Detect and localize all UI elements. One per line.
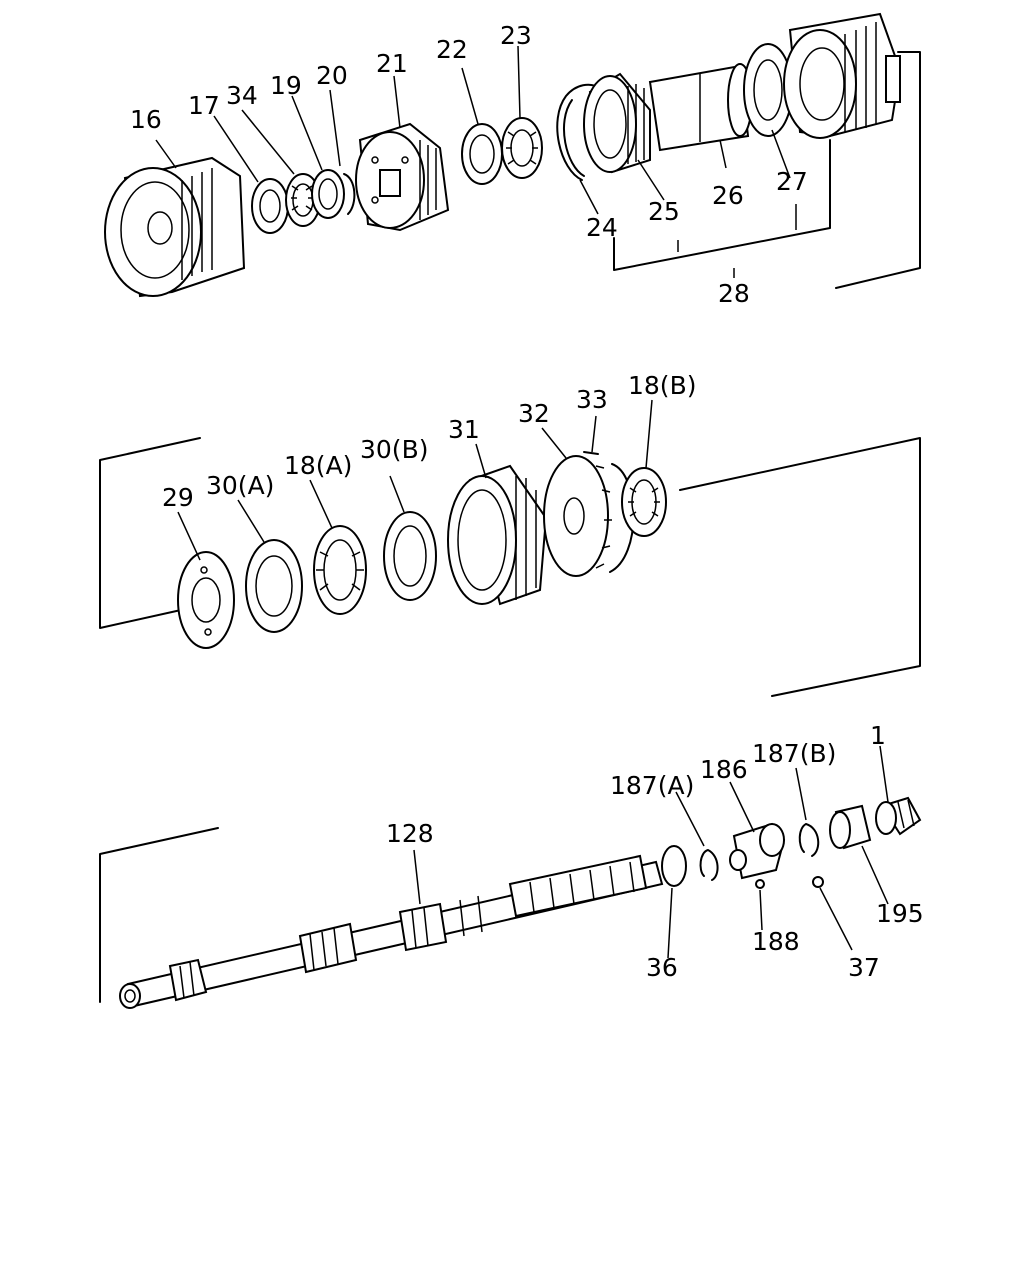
part-187b-snap-ring [798, 823, 820, 857]
part-18a-bearing [313, 525, 367, 615]
label-37: 37 [848, 953, 880, 982]
part-20-snap-ring [343, 173, 356, 215]
part-36-ring [661, 845, 687, 887]
bracket-middle-right [679, 437, 921, 697]
part-30a-washer [245, 539, 303, 633]
label-16: 16 [130, 105, 162, 134]
label-34: 34 [226, 81, 258, 110]
part-16-drum [104, 156, 246, 298]
part-187a-snap-ring [699, 849, 719, 881]
part-17-washer [251, 178, 289, 234]
label-30a: 30(A) [206, 471, 274, 500]
bracket-28 [613, 139, 831, 271]
bracket-top-right [835, 51, 921, 289]
part-32-gear [543, 455, 612, 577]
group-bottom: 128 187(A) 186 187(B) 1 36 188 37 195 [99, 721, 924, 1009]
label-22: 22 [436, 35, 468, 64]
part-23-bearing [501, 117, 543, 179]
label-36: 36 [646, 953, 678, 982]
part-26-sleeve [648, 63, 753, 152]
bracket-middle-left [99, 437, 201, 629]
label-195: 195 [876, 899, 924, 928]
part-188-pin [755, 879, 765, 889]
group-middle: 29 30(A) 18(A) 30(B) 31 32 33 18(B) [99, 371, 921, 697]
part-128-shaft [119, 854, 664, 1009]
group-top: 16 17 34 19 20 21 22 23 24 25 26 27 28 [104, 12, 921, 308]
label-30b: 30(B) [360, 435, 428, 464]
part-28-drum [783, 12, 902, 139]
part-25-assembly [583, 72, 651, 174]
part-24-ring [556, 83, 601, 181]
label-28: 28 [718, 279, 750, 308]
part-30b-washer [383, 511, 437, 601]
part-37-ball [812, 876, 824, 888]
part-186-component [729, 822, 786, 880]
label-187a: 187(A) [610, 771, 694, 800]
label-187b: 187(B) [752, 739, 836, 768]
label-1: 1 [870, 721, 886, 750]
label-186: 186 [700, 755, 748, 784]
label-19: 19 [270, 71, 302, 100]
label-18b: 18(B) [628, 371, 696, 400]
label-24: 24 [586, 213, 618, 242]
part-1-bearing [875, 796, 922, 836]
part-31-ring-gear [447, 464, 548, 606]
bracket-bottom-left [99, 827, 219, 1003]
label-18a: 18(A) [284, 451, 352, 480]
label-23: 23 [500, 21, 532, 50]
label-29: 29 [162, 483, 194, 512]
part-195-sleeve [829, 804, 872, 850]
label-25: 25 [648, 197, 680, 226]
label-31: 31 [448, 415, 480, 444]
label-188: 188 [752, 927, 800, 956]
part-19-washer [311, 169, 345, 219]
label-32: 32 [518, 399, 550, 428]
label-128: 128 [386, 819, 434, 848]
label-20: 20 [316, 61, 348, 90]
label-27: 27 [776, 167, 808, 196]
part-18b-bearing [621, 467, 667, 537]
part-21-carrier [355, 122, 450, 232]
label-33: 33 [576, 385, 608, 414]
part-29-plate [177, 551, 235, 649]
label-21: 21 [376, 49, 408, 78]
label-17: 17 [188, 91, 220, 120]
label-26: 26 [712, 181, 744, 210]
part-22-washer [461, 123, 503, 185]
